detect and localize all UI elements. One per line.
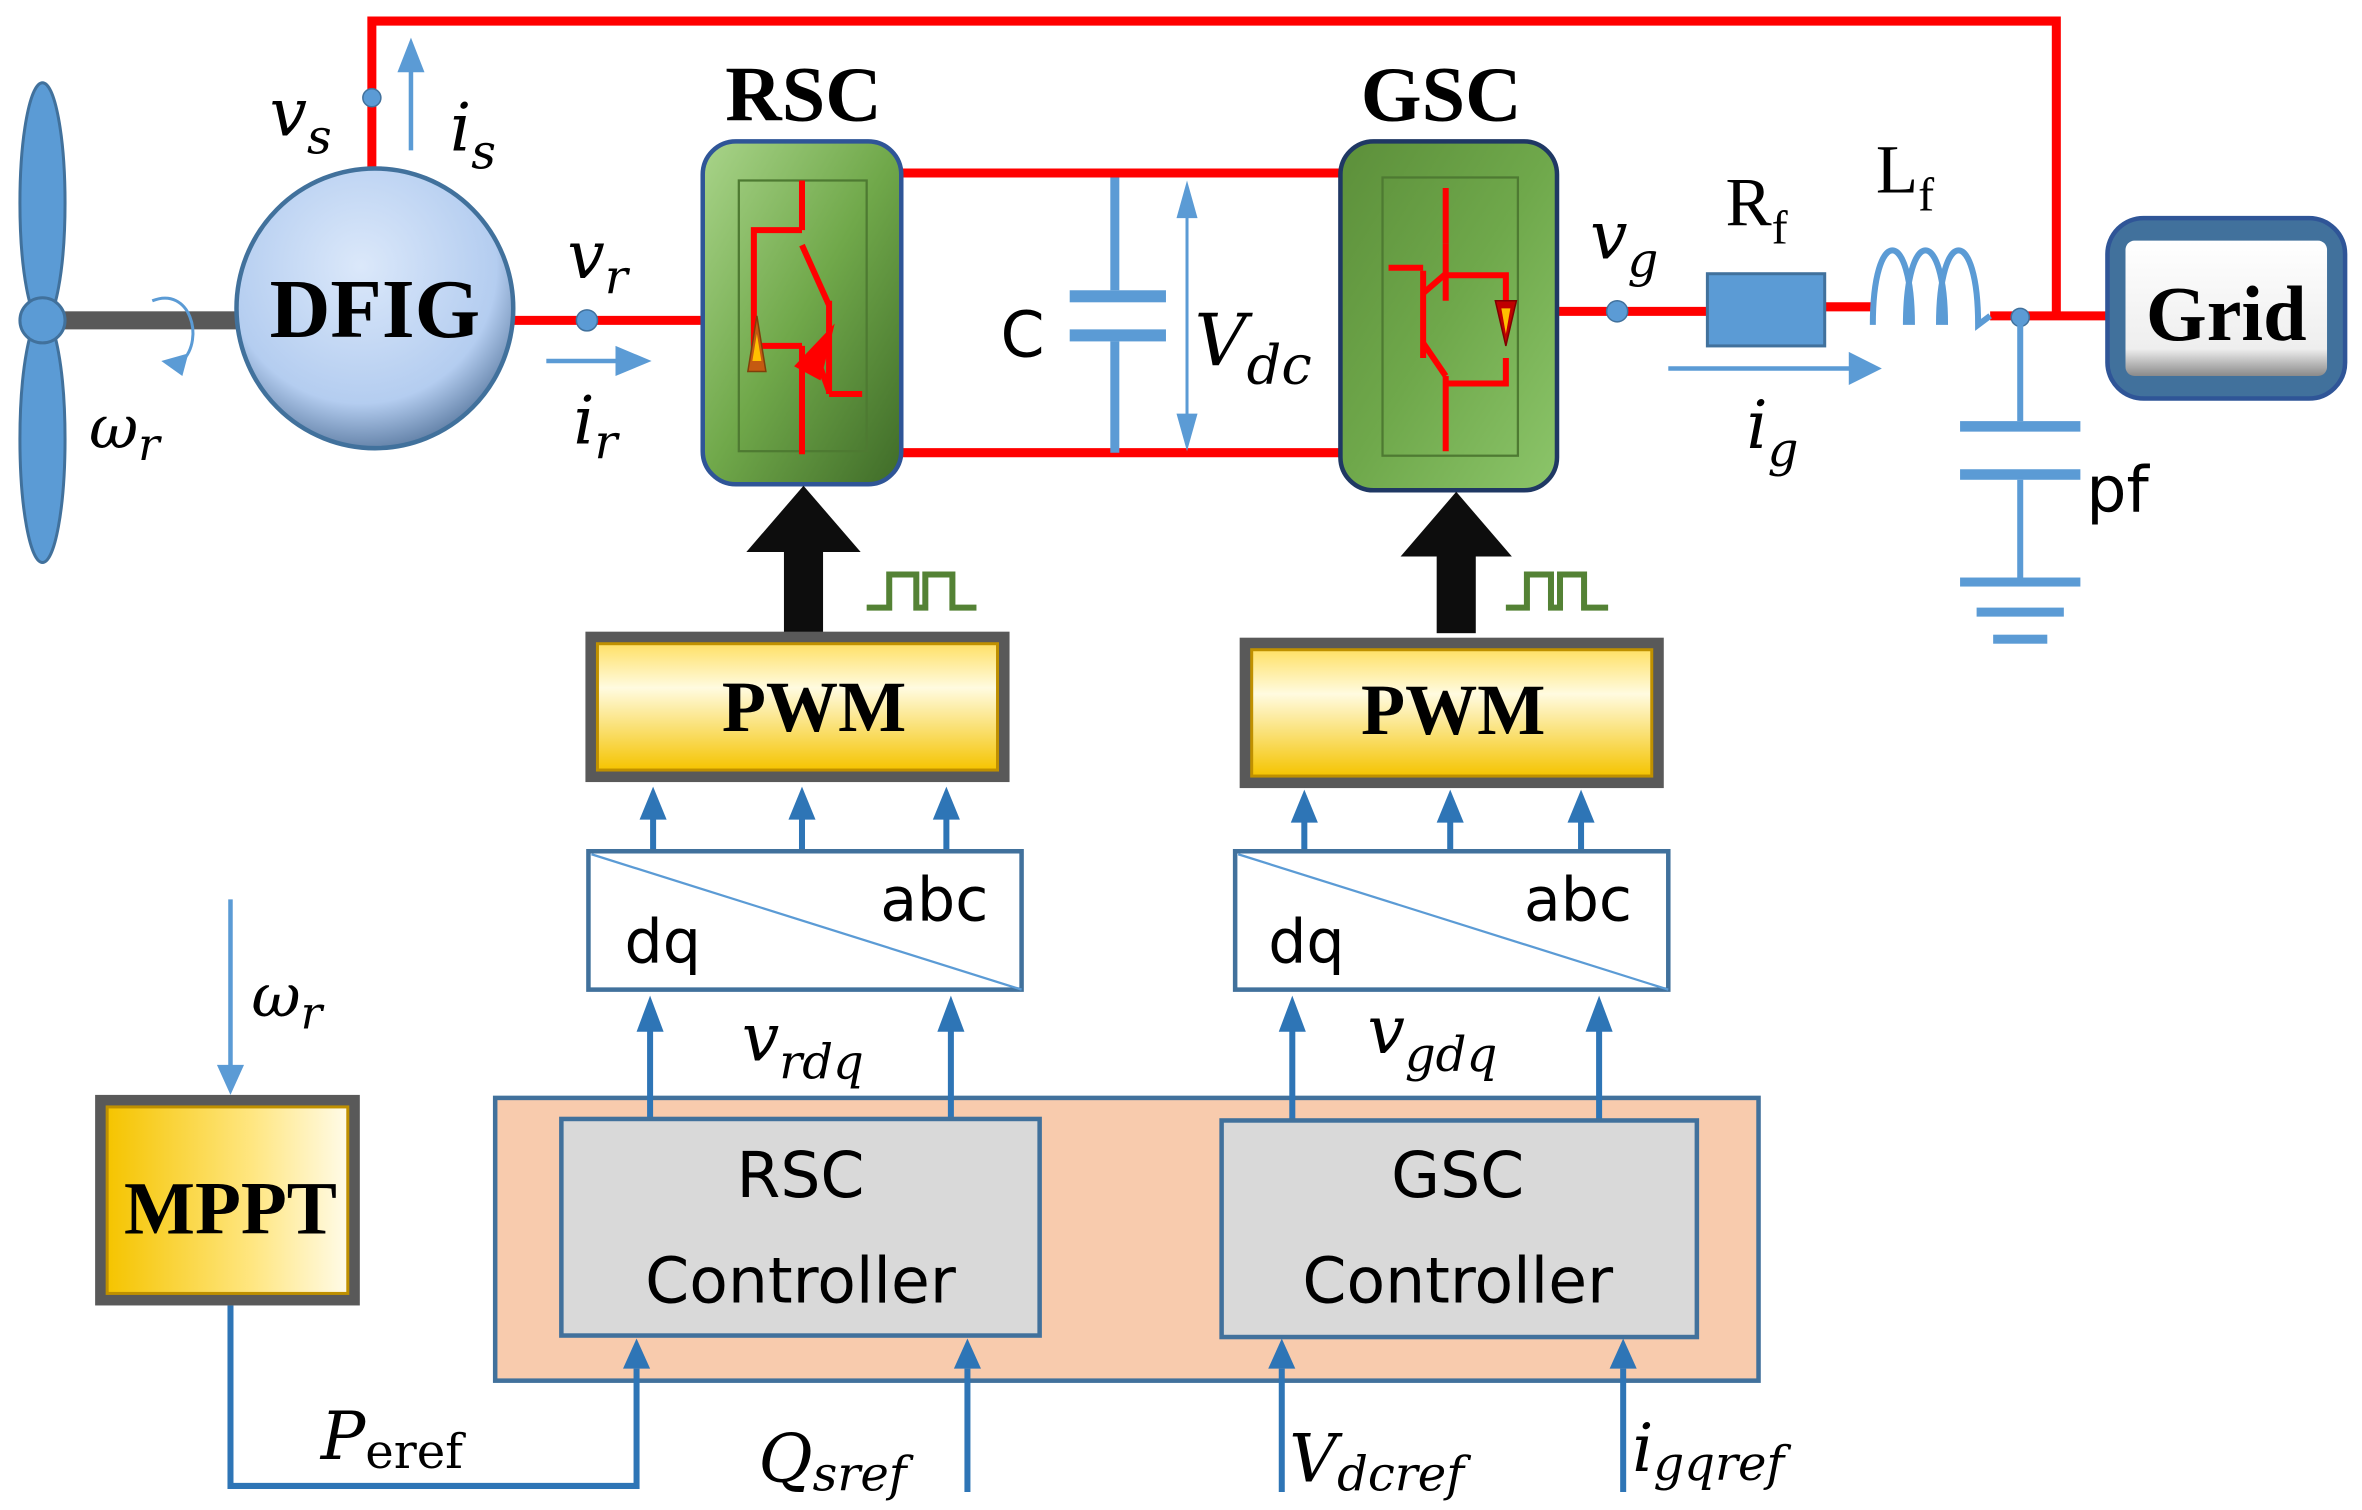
ig-label: ig (1746, 387, 1798, 478)
igqref-label: igqref (1632, 1410, 1791, 1492)
shaft (62, 311, 266, 330)
ground-icon (1960, 577, 2081, 644)
ir-arrowhead (615, 345, 652, 376)
grid-label: Grid (2146, 270, 2307, 357)
ig-arrowhead (1848, 351, 1882, 386)
blade-bottom (18, 314, 67, 564)
igqref-arrowhead (1609, 1338, 1637, 1369)
filter-resistor (1705, 272, 1827, 348)
mppt-input-arrowhead (216, 1064, 245, 1095)
rsc-converter: RSC (700, 50, 904, 487)
rsc-abc-signals (639, 786, 960, 852)
rsc-title: RSC (725, 50, 881, 137)
vr-label: vr (567, 217, 630, 305)
gsc-dq-abc-transform: dq abc (1232, 848, 1671, 992)
omega-r-label: ωr (89, 393, 162, 471)
igbt-icon (1388, 187, 1509, 452)
lf-label: Lf (1876, 131, 1935, 222)
gsc-controller: GSC Controller (1219, 1118, 1700, 1340)
vdc-label: Vdc (1195, 299, 1312, 396)
power-wires (367, 16, 2108, 458)
mppt-omega-label: ωr (252, 962, 325, 1040)
vg-label: vg (1590, 198, 1658, 289)
vgdq-signals (1278, 995, 1613, 1121)
vs-node (362, 87, 382, 108)
hub (18, 296, 67, 345)
gsc-title: GSC (1361, 50, 1522, 137)
capacitor-label: C (1001, 297, 1045, 371)
vdcref-label: Vdcref (1289, 1420, 1471, 1502)
dfig-label: DFIG (270, 263, 481, 356)
rsc-controller-sublabel: Controller (645, 1243, 956, 1317)
dc-link-capacitor: C (1001, 177, 1166, 453)
is-label: is (450, 89, 496, 180)
rsc-dq-abc-transform: dq abc (586, 848, 1024, 992)
filter-inductor (1869, 247, 1992, 331)
mppt-block: MPPT (95, 1094, 360, 1306)
abc-label: abc (1524, 865, 1632, 935)
igbt-icon (750, 180, 863, 455)
gsc-converter: GSC (1338, 50, 1560, 493)
ir-label: ir (573, 383, 620, 471)
pulse-icon (866, 571, 977, 611)
gsc-abc-signals (1290, 789, 1595, 852)
dfig-generator: DFIG (234, 166, 516, 451)
abc-label: abc (880, 865, 988, 935)
gsc-pwm-block: PWM (1239, 637, 1664, 789)
dq-label: dq (625, 908, 701, 978)
qsref-arrowhead (953, 1338, 981, 1369)
blade-top (18, 81, 67, 325)
peref-arrowhead (623, 1338, 651, 1369)
rotation-arrow-icon (151, 296, 195, 363)
gsc-pwm-label: PWM (1361, 670, 1545, 750)
qsref-label: Qsref (758, 1420, 913, 1502)
vdcref-arrowhead (1268, 1338, 1296, 1369)
gsc-controller-label: GSC (1391, 1138, 1524, 1212)
rsc-gate-signal-arrow (746, 485, 861, 634)
vdc-arrow-icon (1176, 180, 1198, 452)
stator-line (367, 16, 2061, 316)
rsc-controller-label: RSC (736, 1138, 864, 1212)
rsc-pwm-label: PWM (722, 667, 906, 747)
peref-line (227, 1305, 640, 1489)
gsc-controller-sublabel: Controller (1302, 1243, 1613, 1317)
pulse-icon (1505, 571, 1609, 611)
vr-node (575, 309, 599, 332)
vg-node (1605, 300, 1629, 323)
filter-capacitor: pf (1960, 307, 2150, 580)
is-arrowhead (397, 37, 425, 73)
rsc-pwm-block: PWM (585, 631, 1010, 783)
peref-label: Peref (320, 1398, 466, 1480)
rsc-controller: RSC Controller (559, 1116, 1042, 1338)
grid-block: Grid (2105, 215, 2348, 401)
mppt-label: MPPT (124, 1167, 337, 1250)
vgdq-label: vgdq (1367, 992, 1497, 1083)
rf-label: Rf (1725, 164, 1788, 255)
vrdq-signals (636, 995, 965, 1121)
vs-label: vs (270, 74, 332, 165)
rotation-arrowhead (161, 353, 189, 376)
gsc-gate-signal-arrow (1400, 491, 1512, 634)
dq-label: dq (1268, 908, 1344, 978)
wind-turbine: ωr (18, 81, 266, 564)
pf-label: pf (2086, 452, 2150, 526)
vrdq-label: vrdq (742, 999, 864, 1090)
